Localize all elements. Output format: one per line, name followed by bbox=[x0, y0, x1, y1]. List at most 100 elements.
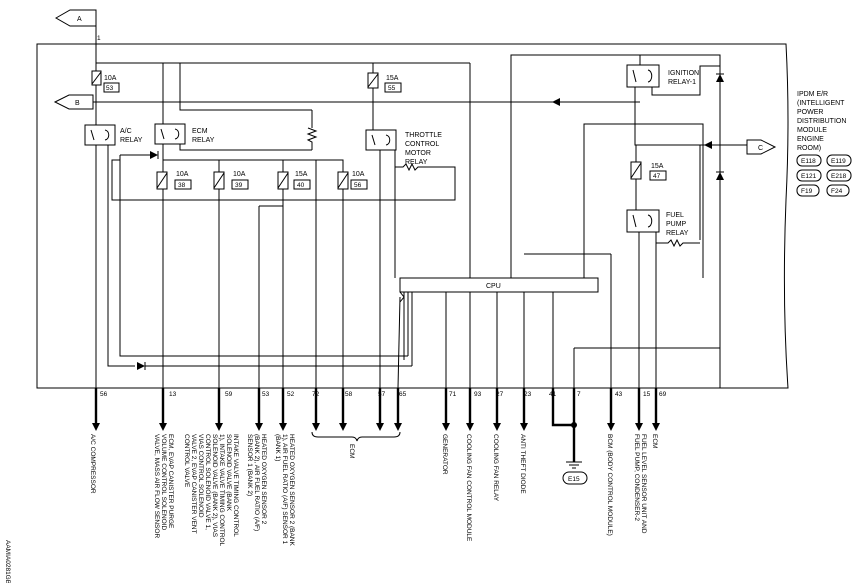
dest-59-line1: INTAKE VALVE TIMING CONTROL bbox=[232, 434, 239, 537]
svg-text:E119: E119 bbox=[831, 158, 846, 165]
svg-text:IPDM E/R: IPDM E/R bbox=[797, 91, 828, 98]
fuse-39-amp: 10A bbox=[233, 171, 246, 178]
diode-b-line bbox=[552, 98, 560, 106]
svg-text:69: 69 bbox=[659, 391, 667, 398]
diode-ac bbox=[137, 362, 145, 370]
ecm-group-bracket: ECM bbox=[311, 431, 401, 458]
throttle-relay-label-2: CONTROL bbox=[405, 141, 439, 148]
svg-text:27: 27 bbox=[496, 391, 504, 398]
svg-text:ENGINE: ENGINE bbox=[797, 136, 824, 143]
svg-text:41: 41 bbox=[549, 391, 557, 398]
pin-7: 7 bbox=[571, 388, 581, 462]
fuse-56: 10A 56 bbox=[337, 171, 368, 190]
pin-58: 58 bbox=[339, 388, 353, 431]
pin-27: 27 bbox=[493, 388, 504, 431]
dest-59-line7: VALVE 2, EVAP CANISTER VENT bbox=[190, 434, 197, 534]
fuse-38: 10A 38 bbox=[156, 171, 192, 190]
ipdm-outline bbox=[36, 43, 789, 389]
svg-text:65: 65 bbox=[399, 391, 407, 398]
dest-53-line1: HEATED OXYGEN SENSOR 2 bbox=[260, 434, 267, 525]
pin-43: 43 bbox=[607, 388, 623, 431]
fuel-relay-label-3: RELAY bbox=[666, 230, 689, 237]
dest-69: ECM bbox=[651, 434, 658, 448]
pin-59: 59 bbox=[215, 388, 233, 431]
dest-52-line2: 1), AIR FUEL RATIO (A/F) SENSOR 1 bbox=[281, 434, 288, 545]
ipdm-label: IPDM E/R (INTELLIGENT POWER DISTRIBUTION… bbox=[797, 91, 846, 152]
fuse-39-num: 39 bbox=[235, 182, 243, 189]
pin-93: 93 bbox=[466, 388, 482, 431]
svg-text:23: 23 bbox=[524, 391, 532, 398]
dest-labels: A/C COMPRESSOR ECM, EVAP CANISTER PURGE … bbox=[89, 434, 658, 547]
fuse-38-amp: 10A bbox=[176, 171, 189, 178]
svg-text:(INTELLIGENT: (INTELLIGENT bbox=[797, 100, 845, 107]
fuse-38-num: 38 bbox=[178, 182, 186, 189]
connector-a-label: A bbox=[77, 16, 82, 23]
dest-59-line6: VIAS CONTROL SOLENOID bbox=[197, 434, 204, 518]
ipdm-connector-list: E118 E119 E121 E218 F19 F24 bbox=[796, 154, 852, 197]
diode-right bbox=[716, 172, 724, 180]
throttle-relay-label-3: MOTOR bbox=[405, 150, 431, 157]
pin-13: 13 bbox=[159, 388, 177, 431]
dest-23: ANTI THEFT DIODE bbox=[519, 434, 526, 494]
connector-b: B bbox=[53, 94, 94, 110]
fuse-40: 15A 40 bbox=[277, 171, 311, 190]
svg-text:F19: F19 bbox=[801, 188, 813, 195]
cpu-label: CPU bbox=[486, 283, 501, 290]
svg-text:POWER: POWER bbox=[797, 109, 823, 116]
svg-text:MODULE: MODULE bbox=[797, 127, 827, 134]
fuse-40-amp: 15A bbox=[295, 171, 308, 178]
fuel-relay-label-2: PUMP bbox=[666, 221, 687, 228]
dest-59-line4: SOLENOID VALVE (BANK 2), VIAS bbox=[211, 434, 218, 538]
dest-59-line5: CONTROL SOLENOID VALVE 1, bbox=[204, 434, 211, 530]
ignition-relay-label-1: IGNITION bbox=[668, 70, 699, 77]
dest-43: BCM (BODY CONTROL MODULE) bbox=[606, 434, 613, 536]
connector-c-label: C bbox=[758, 145, 763, 152]
ground-label: E15 bbox=[568, 476, 580, 483]
fuse-55: 15A 55 bbox=[367, 72, 402, 93]
dest-71: GENERATOR bbox=[441, 434, 448, 475]
dest-59-line3: 1), INTAKE VALVE TIMING CONTROL bbox=[218, 434, 225, 547]
svg-text:56: 56 bbox=[100, 391, 108, 398]
svg-text:43: 43 bbox=[615, 391, 623, 398]
ignition-relay-label-2: RELAY-1 bbox=[668, 79, 696, 86]
pin-52: 52 bbox=[279, 388, 295, 431]
ac-relay: A/C RELAY bbox=[84, 124, 143, 146]
diode-c-line bbox=[704, 141, 712, 149]
fuse-53-amp: 10A bbox=[104, 75, 117, 82]
cpu-block: CPU bbox=[399, 277, 599, 303]
svg-text:93: 93 bbox=[474, 391, 482, 398]
pin-15: 15 bbox=[635, 388, 651, 431]
ecm-relay: ECM RELAY bbox=[154, 123, 215, 145]
svg-text:15: 15 bbox=[643, 391, 651, 398]
svg-text:ECM: ECM bbox=[348, 444, 355, 458]
pin-41: 41 bbox=[549, 388, 574, 427]
pin-72: 72 bbox=[312, 388, 320, 431]
diode-ecm bbox=[150, 151, 158, 159]
svg-text:E118: E118 bbox=[801, 158, 816, 165]
diode-ignition bbox=[716, 74, 724, 82]
throttle-relay-label-4: RELAY bbox=[405, 159, 428, 166]
fuse-53-num: 53 bbox=[106, 85, 114, 92]
dest-52-line1: HEATED OXYGEN SENSOR 2 (BANK bbox=[288, 434, 295, 547]
fuse-56-num: 56 bbox=[354, 182, 362, 189]
svg-text:58: 58 bbox=[345, 391, 353, 398]
dest-15-line1: FUEL LEVEL SENSOR UNIT AND bbox=[640, 434, 647, 534]
connector-c: C bbox=[746, 139, 777, 155]
svg-text:57: 57 bbox=[378, 391, 386, 398]
fuse-40-num: 40 bbox=[297, 182, 305, 189]
ac-relay-label-1: A/C bbox=[120, 128, 132, 135]
connector-b-label: B bbox=[75, 100, 80, 107]
dest-59-line8: CONTROL VALVE bbox=[183, 434, 190, 488]
dest-52-line3: (BANK 1) bbox=[274, 434, 281, 461]
connector-a: A bbox=[54, 9, 97, 44]
svg-text:52: 52 bbox=[287, 391, 295, 398]
svg-text:ROOM): ROOM) bbox=[797, 145, 821, 152]
fuel-relay-label-1: FUEL bbox=[666, 212, 684, 219]
ignition-relay: IGNITION RELAY-1 bbox=[626, 64, 699, 88]
svg-text:59: 59 bbox=[225, 391, 233, 398]
dest-15-line2: FUEL PUMP, CONDENSER-2 bbox=[633, 434, 640, 521]
fuse-47: 15A 47 bbox=[630, 161, 667, 181]
dest-53-line3: SENSOR 1 (BANK 2) bbox=[246, 434, 253, 496]
pin-65: 65 bbox=[394, 388, 407, 431]
svg-text:F24: F24 bbox=[831, 188, 843, 195]
